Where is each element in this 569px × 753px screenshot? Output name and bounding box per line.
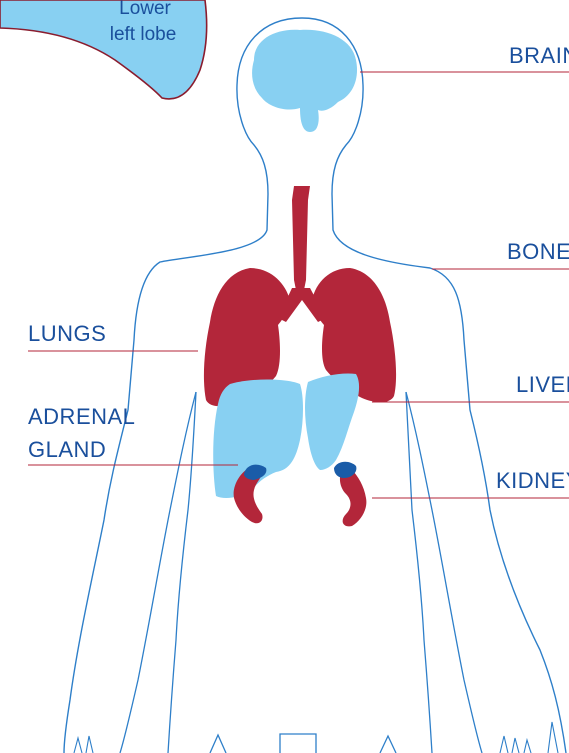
kidney-label: KIDNEY xyxy=(496,468,569,493)
lobe-callout-line2: left lobe xyxy=(110,24,177,45)
lobe-callout-line1: Lower xyxy=(119,0,171,19)
torso-left-contour xyxy=(168,392,196,753)
hip-contour xyxy=(210,734,396,753)
arm-left-contour xyxy=(120,392,196,753)
trachea xyxy=(292,186,310,290)
lungs-label: LUNGS xyxy=(28,321,106,346)
fingers-right xyxy=(500,722,558,753)
liver-label: LIVER xyxy=(516,372,569,397)
arm-right-contour xyxy=(406,392,482,753)
brain xyxy=(252,30,357,132)
brain-label: BRAIN xyxy=(509,43,569,68)
fingers-left xyxy=(74,736,93,753)
lower-left-lobe-callout xyxy=(0,0,207,99)
bones-label: BONES xyxy=(507,239,569,264)
adrenal-label-line1: ADRENAL xyxy=(28,404,135,429)
liver-right-lobe xyxy=(305,373,359,470)
adrenal-label-line2: GLAND xyxy=(28,437,106,462)
